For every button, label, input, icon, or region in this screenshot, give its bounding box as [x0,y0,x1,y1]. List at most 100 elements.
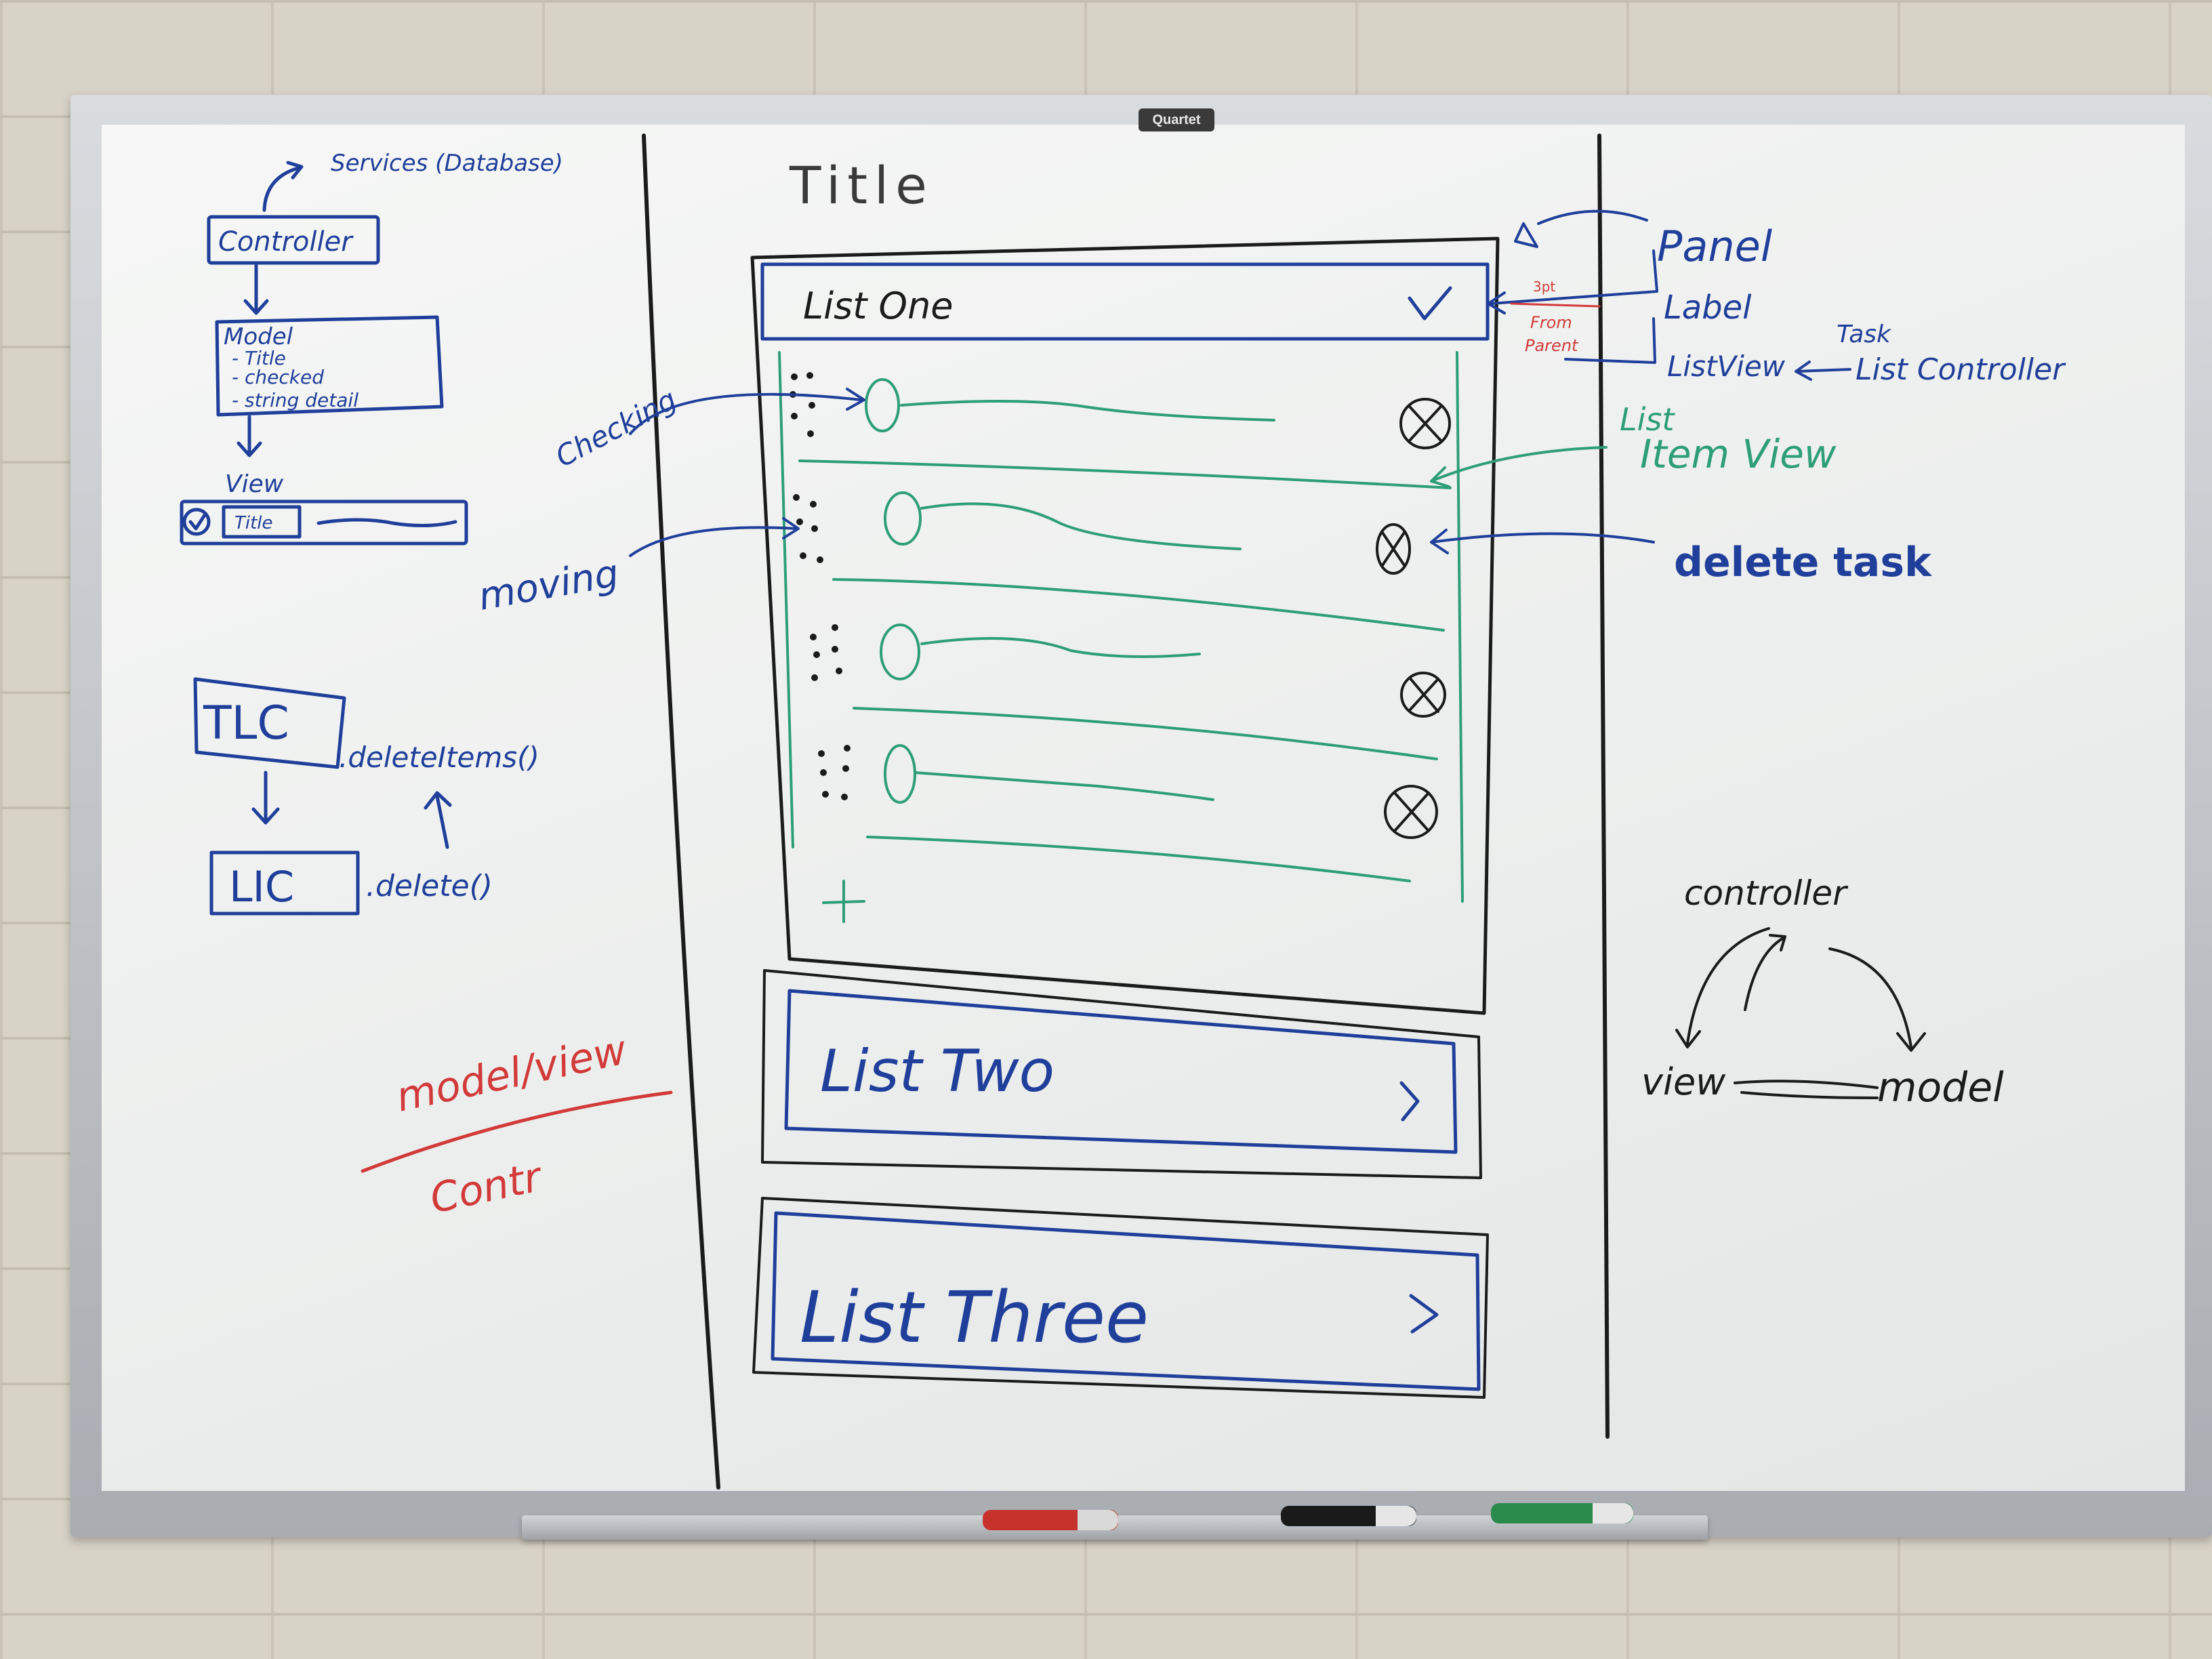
checkmark-icon [1408,286,1452,321]
task-1-delete-icon [1399,398,1451,449]
list-item-view-arrow [1430,446,1607,483]
services-arrow [262,166,300,212]
model-view-text: model/view [392,1026,632,1121]
listview-bracket [1564,317,1656,364]
list-one-header [760,262,1490,341]
padding-note-from: From [1530,313,1572,332]
list-one-label: List One [803,285,954,327]
moving-arrow-head [782,517,800,539]
view-check-mark [188,513,207,531]
task-divider-1 [798,459,1452,489]
model-field-checked: - checked [232,366,324,388]
checking-arrow [629,392,862,435]
checking-label: Checking [550,382,682,473]
list-three-outer-card [752,1197,1489,1399]
green-marker[interactable] [1491,1503,1633,1523]
label-annotation: Label [1664,289,1752,327]
lic-box [209,851,360,916]
task-4-check-circle [884,744,916,804]
list-two-outer-card [761,969,1482,1179]
task-2-check-circle [884,491,922,546]
label-arrow-head [1487,291,1506,314]
list-one-panel [750,237,1500,1015]
tlc-text: TLC [203,697,289,750]
delete-text: .delete() [366,869,493,903]
black-marker[interactable] [1281,1506,1416,1526]
view-title-text: Title [234,513,273,533]
model-view-divider-line [361,1090,673,1173]
view-check-circle [182,508,211,536]
task-2-text-squiggle [920,502,1242,550]
delete-task-arrow-head [1430,529,1449,554]
task-divider-2 [832,578,1445,632]
controller-box [207,215,380,265]
view-box [180,499,468,546]
list-three-chevron-right-icon [1409,1294,1439,1334]
task-1-check-circle [865,378,900,432]
task-annotation: Task [1837,321,1892,348]
view-text: View [225,470,284,498]
moving-arrow [629,526,798,557]
red-marker[interactable] [983,1510,1118,1530]
item-view-annotation: Item View [1640,431,1837,477]
padding-note-line [1510,302,1601,308]
label-bracket [1490,249,1658,305]
list-item-view-arrow-head [1430,466,1450,488]
view-title-box [222,505,302,539]
padding-note-parent: Parent [1525,336,1579,355]
list-two-chevron-right-icon [1399,1081,1420,1122]
list-item-view-left [778,351,794,848]
list-two-label: List Two [820,1038,1054,1105]
cycle-model-label: model [1877,1064,2004,1111]
whiteboard-surface [102,125,2185,1491]
view-to-controller-arrow [1744,937,1784,1011]
controller-to-view-arrow [1686,927,1770,1045]
moving-label: moving [475,552,622,619]
services-arrow-head [286,161,304,180]
task-3-delete-icon [1400,672,1446,718]
task-2-delete-icon [1376,523,1411,575]
list-three-label: List Three [800,1276,1149,1359]
task-3-check-circle [880,623,920,680]
lic-text: LIC [229,862,294,912]
task-1-text-squiggle [900,399,1275,422]
view-text-squiggle [316,518,457,528]
controller-to-view-arrow-head [1675,1029,1701,1048]
view-model-link-top [1734,1080,1879,1089]
task-divider-4 [866,836,1411,882]
left-mvc-diagram [180,161,468,916]
list-item-view-right [1456,351,1464,903]
tlc-to-lic-arrow [251,771,280,825]
model-field-title: - Title [232,347,286,369]
panel-arrow [1537,209,1648,225]
controller-red-text: Contr [426,1153,548,1223]
panel-label: Panel [1657,222,1772,271]
delete-task-arrow [1430,532,1655,544]
panel-arrow-head [1514,222,1538,248]
controller-to-model-arrow-head [1896,1032,1926,1052]
listview-annotation: ListView [1667,350,1786,383]
list-controller-annotation: List Controller [1856,352,2066,387]
controller-text: Controller [218,226,354,258]
model-box [215,315,444,417]
mockup-page-title: Title [789,155,934,216]
task-3-text-squiggle [920,637,1201,658]
checking-arrow-head [846,388,865,411]
model-to-view-arrow [237,415,262,457]
task-4-text-squiggle [914,771,1214,801]
task-4-delete-icon [1384,785,1438,839]
list-two-card [784,989,1458,1154]
controller-to-model-arrow [243,264,269,315]
task-divider-3 [853,707,1438,760]
device-right-edge [1597,134,1610,1439]
padding-note-3pt: 3pt [1533,279,1555,295]
drag-handle-icons [790,372,851,800]
controller-to-model-arrow [1828,947,1912,1048]
list-controller-arrow [1795,361,1851,381]
view-model-link-bottom [1740,1091,1879,1099]
cycle-controller-label: controller [1684,874,1849,913]
device-left-edge [642,134,720,1490]
add-task-plus-icon [822,880,865,923]
model-field-detail: - string detail [232,389,359,411]
